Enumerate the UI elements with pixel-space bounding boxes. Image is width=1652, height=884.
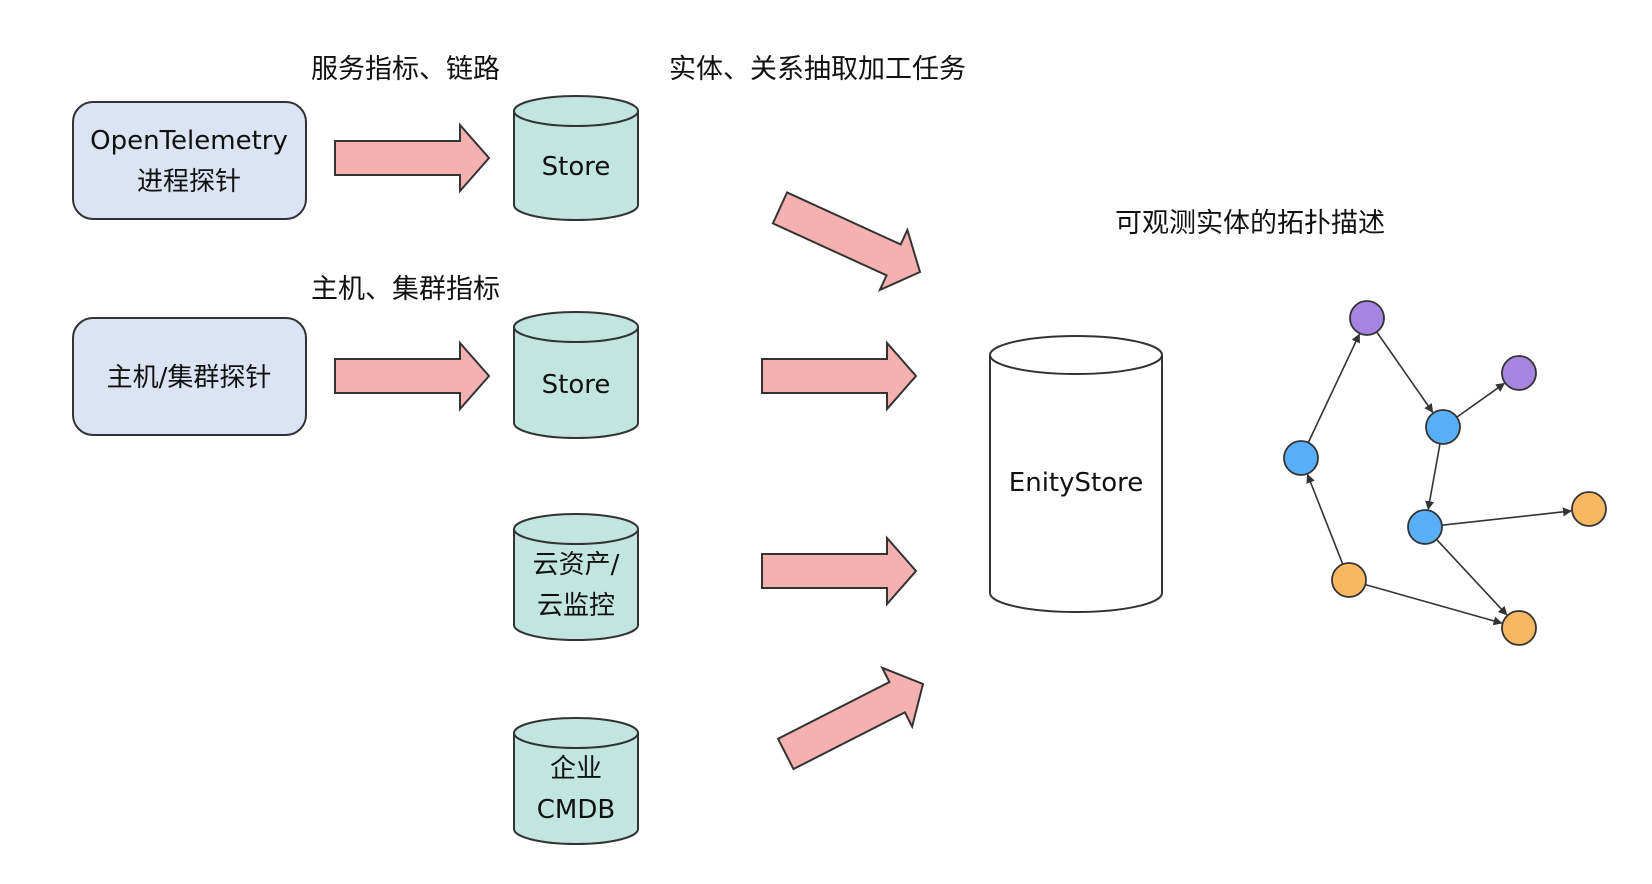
cmdb-cylinder: 企业 CMDB — [513, 717, 639, 845]
caption-metrics-traces: 服务指标、链路 — [311, 54, 500, 85]
topology-node-o3 — [1501, 610, 1537, 646]
caption-host-cluster-metrics: 主机、集群指标 — [311, 274, 500, 305]
arrow-cmdb-to-entitystore — [769, 653, 939, 785]
topology-node-o2 — [1571, 491, 1607, 527]
source-otel-box: OpenTelemetry 进程探针 — [72, 101, 307, 220]
cmdb-label-line2: CMDB — [537, 795, 615, 825]
source-host-probe-box: 主机/集群探针 — [72, 317, 307, 436]
topology-node-o1 — [1331, 562, 1367, 598]
cloud-asset-label-line1: 云资产/ — [533, 550, 620, 580]
topology-edge-o1-b1 — [1306, 473, 1344, 565]
store-cylinder-2: Store — [513, 311, 639, 439]
host-probe-label: 主机/集群探针 — [107, 363, 272, 393]
topology-node-p1 — [1349, 300, 1385, 336]
store-1-label: Store — [542, 152, 611, 182]
otel-label-line1: OpenTelemetry — [90, 126, 288, 156]
topology-edge-p1-b2 — [1376, 331, 1434, 413]
otel-label-line2: 进程探针 — [137, 167, 241, 197]
store-cylinder-1: Store — [513, 95, 639, 221]
topology-node-p2 — [1501, 355, 1537, 391]
topology-node-b2 — [1425, 409, 1461, 445]
topology-node-b3 — [1407, 509, 1443, 545]
cloud-asset-label-line2: 云监控 — [537, 591, 615, 621]
entity-store-cylinder: EnityStore — [989, 335, 1163, 613]
topology-graph — [1283, 300, 1607, 646]
arrow-cloud-to-entitystore — [761, 537, 917, 605]
topology-edge-b2-p2 — [1456, 382, 1506, 418]
topology-edge-b3-o3 — [1435, 538, 1508, 616]
store-2-label: Store — [542, 370, 611, 400]
arrow-store2-to-entitystore — [761, 342, 917, 410]
topology-nodes — [1283, 300, 1607, 646]
topology-node-b1 — [1283, 440, 1319, 476]
topology-edge-b3-o2 — [1441, 507, 1573, 526]
topology-edge-b1-p1 — [1307, 333, 1361, 443]
entity-store-label: EnityStore — [1009, 468, 1143, 498]
topology-edge-b2-b3 — [1425, 443, 1441, 511]
topology-edge-o1-o3 — [1365, 583, 1503, 626]
arrow-otel-to-store — [334, 124, 490, 192]
arrow-host-to-store — [334, 342, 490, 410]
arrow-store1-to-entitystore — [765, 176, 935, 304]
cmdb-label-line1: 企业 — [550, 754, 602, 784]
caption-topology-desc: 可观测实体的拓扑描述 — [1115, 208, 1385, 239]
cloud-asset-cylinder: 云资产/ 云监控 — [513, 513, 639, 641]
caption-extraction-task: 实体、关系抽取加工任务 — [669, 54, 966, 85]
topology-edges — [1306, 331, 1573, 626]
